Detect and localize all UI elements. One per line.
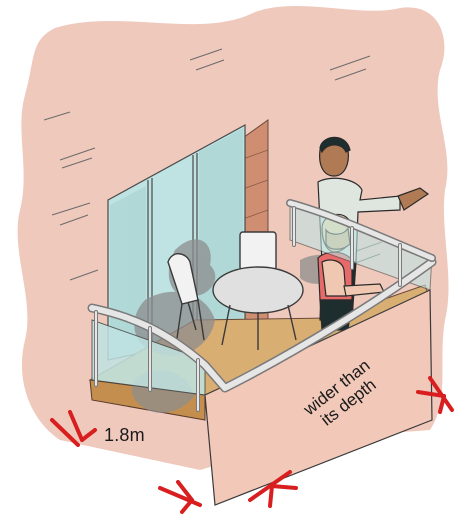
width-dimension-label: 1.8m bbox=[104, 425, 145, 446]
dimension-arrow-left-bottom bbox=[160, 482, 200, 512]
